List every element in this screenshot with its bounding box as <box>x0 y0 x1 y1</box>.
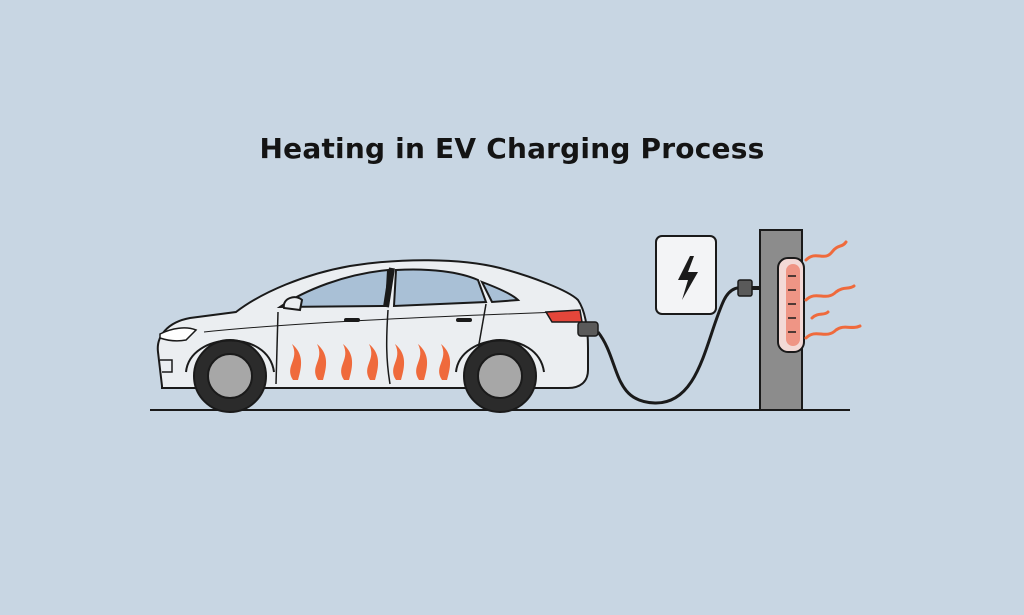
tail-light <box>544 309 583 323</box>
rear-window <box>392 268 488 308</box>
quarter-window <box>479 280 521 304</box>
wheel-arch <box>455 339 545 373</box>
door-pillar <box>383 267 395 308</box>
electric-car <box>156 259 599 413</box>
cable-plug <box>737 279 753 297</box>
wheel-arch <box>185 339 275 373</box>
heat-waves <box>804 240 862 340</box>
heat-glow <box>786 264 800 346</box>
gauge-ticks <box>788 275 796 333</box>
charger-box <box>655 235 717 315</box>
charging-cable <box>596 286 753 405</box>
bumper-detail <box>160 359 173 373</box>
side-mirror <box>282 296 304 312</box>
body-crease <box>203 311 561 333</box>
front-wheel <box>193 339 267 413</box>
door-seam <box>385 309 391 385</box>
flame-icon <box>290 344 451 380</box>
headlight <box>159 327 198 342</box>
diagram-title: Heating in EV Charging Process <box>259 132 765 165</box>
charging-station <box>759 229 805 411</box>
door-handle <box>456 318 472 322</box>
door-seam <box>275 311 279 385</box>
charge-plug <box>577 321 599 337</box>
rear-wheel <box>463 339 537 413</box>
door-handle <box>344 318 360 322</box>
lightning-bolt-icon <box>678 256 698 300</box>
